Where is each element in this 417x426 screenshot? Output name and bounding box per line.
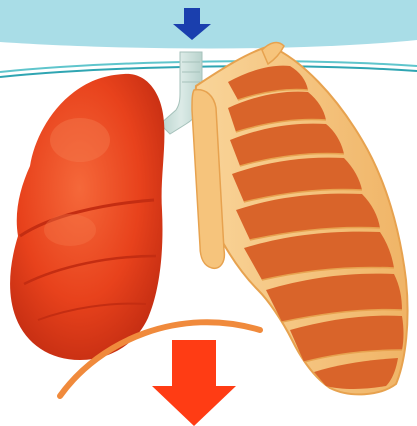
left-lung xyxy=(10,74,164,360)
divider-lines xyxy=(0,61,417,77)
rib-cage xyxy=(192,43,408,395)
diaphragm-down-arrow-icon xyxy=(152,340,236,426)
